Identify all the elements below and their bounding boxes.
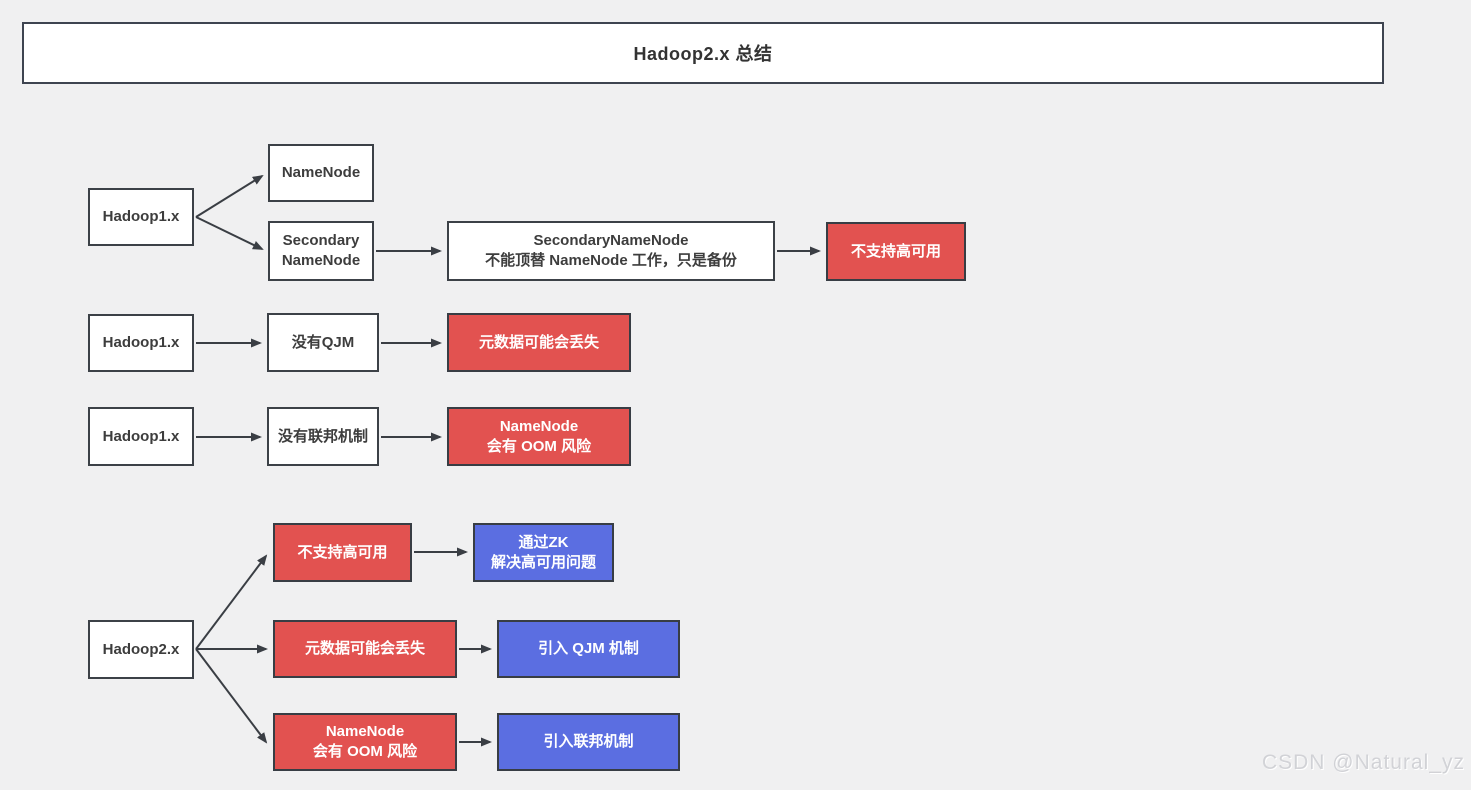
flow-node-label: 会有 OOM 风险 <box>312 743 418 760</box>
flow-node-hadoop2x: Hadoop2.x <box>88 620 194 679</box>
flow-node-label: 解决高可用问题 <box>490 553 596 571</box>
flow-arrow <box>195 174 264 218</box>
flow-node-meta-loss-2: 元数据可能会丢失 <box>273 620 457 678</box>
watermark: CSDN @Natural_yz <box>1261 751 1465 774</box>
flow-node-no-federation: 没有联邦机制 <box>267 407 379 466</box>
flow-node-label: Hadoop2.x <box>102 640 180 658</box>
diagram-title: Hadoop2.x 总结 <box>633 44 773 64</box>
flow-node-label: 不支持高可用 <box>850 242 941 260</box>
flow-node-namenode: NameNode <box>268 144 374 202</box>
flow-node-label: 引入联邦机制 <box>543 733 634 750</box>
flow-node-no-ha-1: 不支持高可用 <box>826 222 966 281</box>
flow-node-label: 没有QJM <box>291 333 355 351</box>
diagram-title-box: Hadoop2.x 总结 <box>22 22 1384 84</box>
flow-node-hadoop1x-1: Hadoop1.x <box>88 188 194 246</box>
flow-node-secondary-desc: SecondaryNameNode 不能顶替 NameNode 工作，只是备份 <box>447 221 775 281</box>
flow-arrow <box>195 648 268 744</box>
flow-node-federation-solution: 引入联邦机制 <box>497 713 680 771</box>
flow-node-label: 通过ZK <box>518 533 569 551</box>
flow-node-label: NameNode <box>499 417 579 435</box>
flow-node-label: 会有 OOM 风险 <box>486 437 592 455</box>
flow-node-label: 没有联邦机制 <box>277 427 368 445</box>
flow-node-label: SecondaryNameNode <box>533 232 689 249</box>
flow-node-label: Hadoop1.x <box>102 208 180 225</box>
flow-node-label: 元数据可能会丢失 <box>304 640 425 657</box>
flow-arrow <box>195 216 264 250</box>
flow-node-label: Secondary <box>282 232 360 249</box>
flow-arrow <box>195 554 268 650</box>
flow-node-oom-2: NameNode 会有 OOM 风险 <box>273 713 457 771</box>
flow-node-label: 元数据可能会丢失 <box>478 333 599 351</box>
flow-node-label: Hadoop1.x <box>102 334 180 351</box>
flow-node-label: 引入 QJM 机制 <box>538 640 639 657</box>
flow-node-no-qjm: 没有QJM <box>267 313 379 372</box>
flow-node-label: Hadoop1.x <box>102 427 180 445</box>
flow-node-oom-1: NameNode 会有 OOM 风险 <box>447 407 631 466</box>
flow-node-label: 不支持高可用 <box>297 543 388 561</box>
flow-node-hadoop1x-3: Hadoop1.x <box>88 407 194 466</box>
flow-node-zk-solution: 通过ZK 解决高可用问题 <box>473 523 614 582</box>
flow-node-qjm-solution: 引入 QJM 机制 <box>497 620 680 678</box>
flow-node-label: NameNode <box>325 723 405 740</box>
flow-node-label: 不能顶替 NameNode 工作，只是备份 <box>485 252 737 269</box>
flow-node-hadoop1x-2: Hadoop1.x <box>88 314 194 372</box>
flow-node-label: NameNode <box>281 164 361 181</box>
flow-node-no-ha-2: 不支持高可用 <box>273 523 412 582</box>
flow-node-label: NameNode <box>281 252 361 269</box>
flow-node-meta-loss-1: 元数据可能会丢失 <box>447 313 631 372</box>
